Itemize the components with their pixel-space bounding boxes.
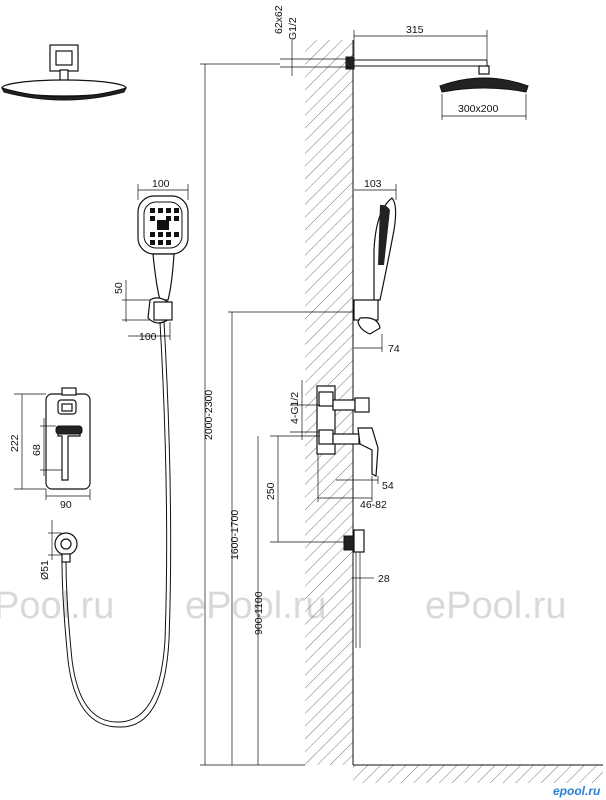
shower-hose — [65, 321, 168, 723]
label-lever-depth: 54 — [382, 480, 394, 492]
brand-logo: epool.ru — [553, 784, 601, 798]
label-thread-top: G1/2 — [287, 17, 299, 40]
label-hand-width: 100 — [152, 178, 170, 190]
watermark-right: ePool.ru — [425, 585, 567, 627]
wall-outlet-front-view — [54, 532, 78, 563]
label-height-holder: 1600-1700 — [229, 510, 241, 560]
dimension-lines — [14, 30, 527, 766]
label-holder-width: 100 — [139, 331, 157, 343]
overhead-shower-front-view — [1, 44, 127, 101]
label-mixer-inner: 68 — [31, 444, 43, 456]
hand-shower-front-view — [137, 195, 189, 324]
label-hand-side-depth: 103 — [364, 178, 382, 190]
label-outlet-diameter: Ø51 — [39, 560, 51, 580]
outlet-side-view — [343, 529, 365, 648]
label-holder-height: 50 — [113, 282, 125, 294]
label-thread-mixer: 4-G1/2 — [289, 392, 301, 424]
shower-arm-side-view — [345, 56, 529, 93]
label-mixer-width: 90 — [60, 499, 72, 511]
label-arm-length: 315 — [406, 24, 424, 36]
mixer-side-view — [316, 385, 379, 477]
label-height-head: 2000-2300 — [203, 390, 215, 440]
watermark-left: Pool.ru — [0, 585, 114, 627]
label-outlet-depth: 28 — [378, 573, 390, 585]
label-spacing-250: 250 — [265, 482, 277, 500]
label-pipe-size: 62x62 — [273, 5, 285, 34]
mixer-front-view — [45, 387, 91, 490]
label-head-size: 300x200 — [458, 103, 498, 115]
label-mixer-height: 222 — [9, 434, 21, 452]
wall-section — [305, 40, 603, 783]
hand-shower-side-view — [353, 197, 397, 335]
label-holder-offset: 74 — [388, 343, 400, 355]
label-wall-depth: 46-82 — [360, 499, 387, 511]
watermark-center: ePool.ru — [185, 585, 327, 627]
label-height-mixer: 900-1100 — [253, 591, 265, 635]
